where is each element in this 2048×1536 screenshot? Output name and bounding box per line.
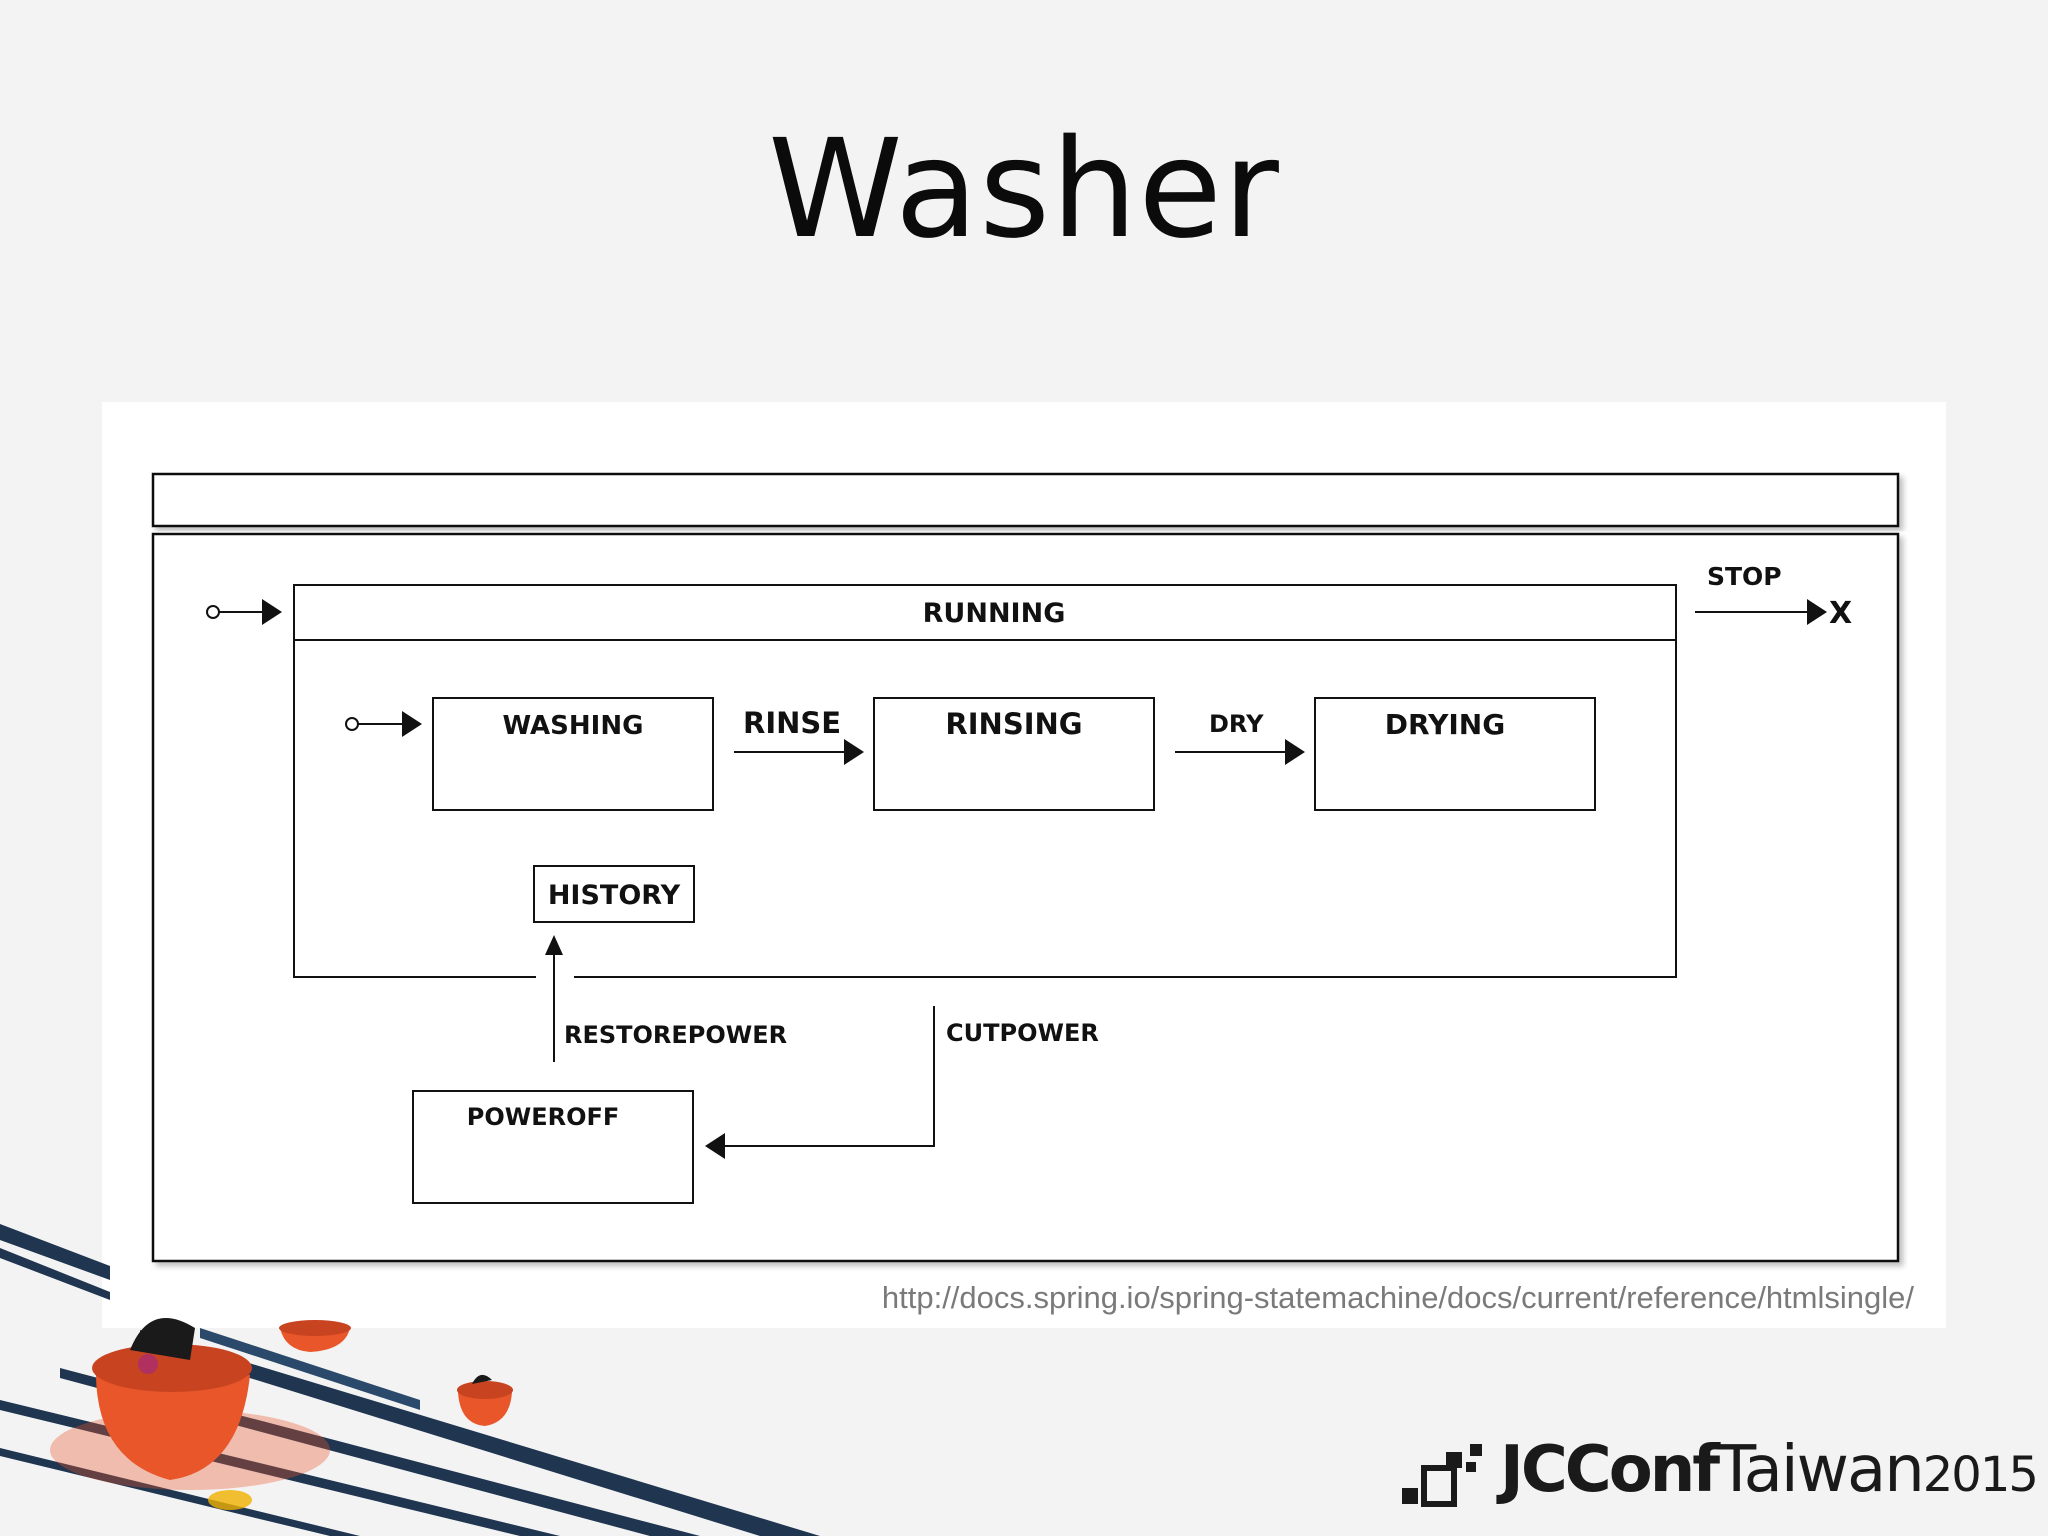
state-running-label: RUNNING: [923, 598, 1066, 629]
transition-stop-label: STOP: [1707, 562, 1782, 591]
logo-squares-icon: [1402, 1444, 1482, 1507]
diagram-panel: RUNNING STOP X WASHING: [102, 402, 1946, 1328]
coffee-cup-rider-large-icon: [50, 1317, 330, 1510]
logo-text: JCConfTaiwan2015: [1500, 1433, 2039, 1510]
transition-dry-label: DRY: [1209, 710, 1264, 738]
initial-pseudostate-top: [206, 599, 282, 625]
state-machine-diagram: RUNNING STOP X WASHING: [151, 472, 1900, 1263]
state-poweroff: POWEROFF: [412, 1090, 694, 1204]
state-running: RUNNING: [293, 584, 1677, 978]
transition-cutpower-label: CUTPOWER: [946, 1019, 1099, 1047]
final-state-marker: X: [1829, 596, 1852, 631]
logo-brand: JCConf: [1500, 1433, 1720, 1507]
state-washing-label: WASHING: [503, 711, 644, 741]
transition-cutpower: CUTPOWER: [705, 1006, 1099, 1159]
transition-dry: DRY: [1175, 710, 1305, 765]
state-drying-label: DRYING: [1385, 708, 1505, 741]
coffee-cup-rider-small-icon: [457, 1374, 513, 1426]
state-rinsing-label: RINSING: [945, 707, 1082, 741]
state-history-label: HISTORY: [548, 880, 681, 911]
state-washing: WASHING: [432, 697, 714, 811]
transition-stop: STOP X: [1695, 562, 1852, 631]
transition-restorepower: RESTOREPOWER: [545, 935, 787, 1062]
jcconf-logo: JCConfTaiwan2015: [1400, 1435, 2039, 1510]
transition-rinse: RINSE: [734, 706, 864, 765]
frame-header-bar: [151, 472, 1900, 528]
conference-decoration: [0, 1224, 820, 1536]
state-rinsing: RINSING: [873, 697, 1155, 811]
slide-title: Washer: [768, 111, 1280, 269]
coffee-cup-rider-top-icon: [279, 1320, 351, 1352]
transition-rinse-label: RINSE: [743, 706, 841, 740]
logo-year: 2015: [1922, 1447, 2039, 1503]
initial-pseudostate-running: [345, 711, 422, 737]
source-url[interactable]: http://docs.spring.io/spring-statemachin…: [881, 1280, 1914, 1315]
state-drying: DRYING: [1314, 697, 1596, 811]
state-poweroff-label: POWEROFF: [467, 1103, 620, 1131]
transition-restorepower-label: RESTOREPOWER: [564, 1021, 787, 1049]
state-history: HISTORY: [533, 865, 695, 923]
logo-location: Taiwan: [1717, 1433, 1925, 1507]
